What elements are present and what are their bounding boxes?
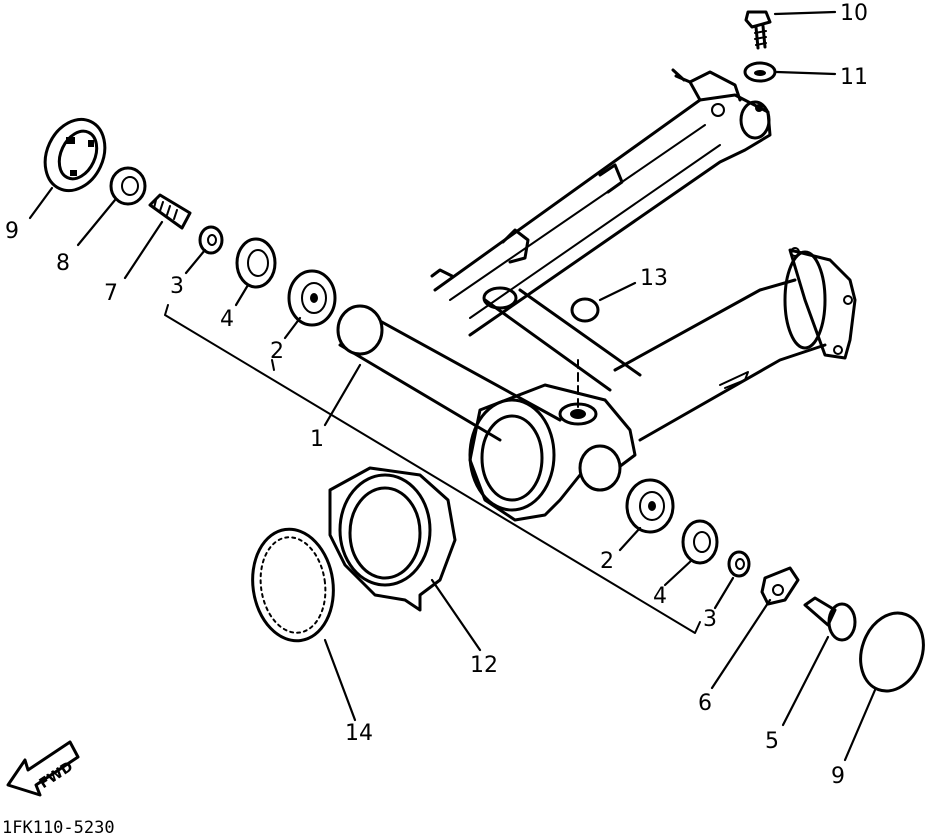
swingarm (336, 68, 857, 522)
seal-4-left (235, 237, 277, 289)
pivot-bolt-5 (803, 596, 857, 642)
collar-3-left (198, 225, 224, 255)
cover-9-left (43, 117, 107, 193)
collar-3-right (727, 550, 751, 578)
callout-2-left: 2 (270, 339, 284, 364)
callout-10: 10 (840, 1, 868, 26)
leader-lines (28, 10, 877, 762)
seal-14 (251, 527, 335, 643)
callout-3-left: 3 (170, 274, 184, 299)
callout-3-right: 3 (703, 607, 717, 632)
chain-guard-12 (328, 466, 457, 612)
lock-washer-6 (760, 566, 800, 606)
callout-8: 8 (56, 251, 70, 276)
callout-14: 14 (345, 721, 373, 746)
bolt-10 (744, 10, 772, 50)
callout-4-right: 4 (653, 584, 667, 609)
fwd-arrow-icon: FWD (6, 740, 80, 797)
bearing-2-left (287, 269, 337, 327)
cover-9-right (859, 611, 925, 693)
callout-6: 6 (698, 691, 712, 716)
pivot-shaft-7 (148, 193, 192, 230)
washer-11 (743, 61, 777, 83)
nut-8 (109, 166, 147, 206)
callout-13: 13 (640, 266, 668, 291)
callout-7: 7 (104, 281, 118, 306)
callout-9-left: 9 (5, 219, 19, 244)
callout-labels: 9 8 7 3 4 2 1 2 4 3 6 5 9 10 11 13 12 14 (5, 1, 868, 789)
drawing-code: 1FK110-5230 (2, 818, 115, 837)
seal-4-right (681, 519, 719, 565)
callout-9-right: 9 (831, 764, 845, 789)
callout-1: 1 (310, 427, 324, 452)
callout-11: 11 (840, 65, 868, 90)
callout-4-left: 4 (220, 307, 234, 332)
assembly-lines (164, 304, 701, 634)
bearing-2-right (625, 478, 675, 534)
callout-12: 12 (470, 653, 498, 678)
cap-13 (570, 297, 600, 323)
fwd-label: FWD (37, 759, 76, 792)
callout-5: 5 (765, 729, 779, 754)
callout-2-right: 2 (600, 549, 614, 574)
